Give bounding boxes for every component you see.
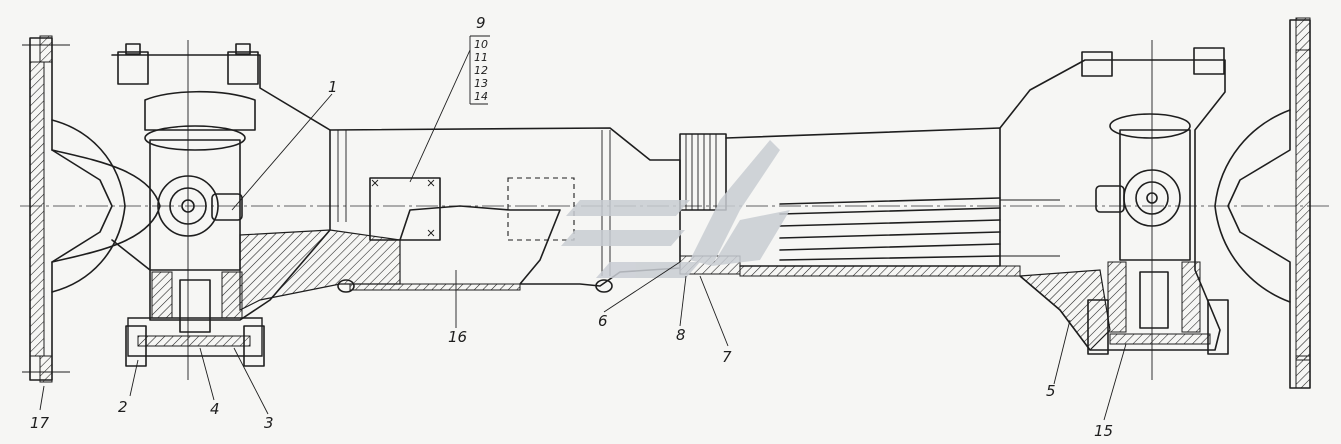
- callout-7: 7: [722, 348, 732, 366]
- leader-lines: [39, 93, 1127, 421]
- callout-6: 6: [598, 312, 608, 330]
- callout-9: 9: [476, 14, 486, 32]
- right-yoke: [999, 40, 1229, 380]
- callout-5: 5: [1046, 382, 1056, 400]
- callout-8: 8: [676, 326, 686, 344]
- label-13: 13: [474, 77, 488, 90]
- left-flange: [22, 35, 161, 383]
- callout-3: 3: [264, 414, 274, 432]
- splined-shaft: [725, 127, 1060, 267]
- callout-17: 17: [30, 414, 50, 432]
- callout-16: 16: [448, 328, 467, 346]
- callout-15: 15: [1094, 422, 1113, 440]
- callout-2: 2: [118, 398, 128, 416]
- shaft-tube: [329, 127, 681, 293]
- label-10: 10: [474, 38, 488, 51]
- callout-4: 4: [210, 400, 220, 418]
- left-yoke: [111, 40, 401, 380]
- callout-1: 1: [328, 78, 338, 96]
- label-stack: 10 11 12 13 14: [409, 35, 490, 183]
- label-12: 12: [474, 64, 488, 77]
- right-flange: [1214, 17, 1311, 389]
- label-11: 11: [474, 51, 488, 64]
- label-14: 14: [474, 90, 488, 103]
